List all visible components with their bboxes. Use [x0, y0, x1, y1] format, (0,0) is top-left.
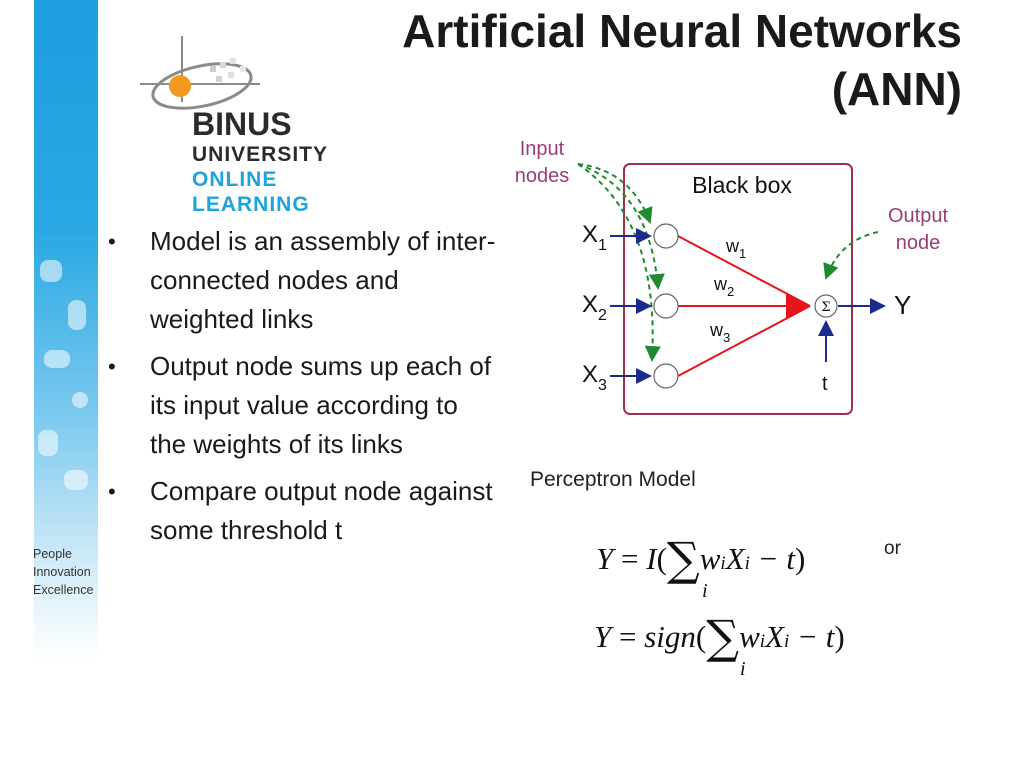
formula-or-label: or — [884, 538, 901, 559]
input-nodes-label-line1: Input — [520, 138, 565, 160]
bullet-marker: • — [108, 479, 116, 504]
bullet-text: Model is an assembly of inter-connected … — [150, 226, 496, 334]
stripe-gradient — [34, 0, 98, 768]
bullet-text: Compare output node against some thresho… — [150, 476, 493, 545]
formula-1-eq: = — [621, 541, 639, 576]
bullet-item: • Compare output node against some thres… — [108, 472, 498, 550]
formula-1-sub: i — [720, 553, 726, 574]
input-node-3 — [653, 363, 679, 389]
formula-1-close: ) — [794, 541, 806, 576]
output-label-y: Y — [894, 290, 911, 320]
input-label-x2: X2 — [582, 291, 607, 324]
bullet-item: • Model is an assembly of inter-connecte… — [108, 222, 498, 339]
bullet-marker: • — [108, 229, 116, 254]
diagram-caption: Perceptron Model — [530, 468, 696, 491]
formula-2-minus-t: − t — [797, 619, 835, 654]
formula-1-minus-t: − t — [757, 541, 795, 576]
dashed-pointer-output — [823, 231, 879, 280]
formula-1-sum-index: i — [702, 580, 708, 602]
formula-1-sub2: i — [744, 553, 750, 574]
formula-2-close: ) — [834, 619, 845, 654]
input-label-x1: X1 — [582, 221, 607, 254]
formula-1-open: ( — [656, 541, 667, 576]
sum-icon: Σ — [821, 300, 830, 315]
formula-2-x: X — [765, 619, 784, 654]
dashed-pointer-input-2 — [577, 163, 665, 290]
formula-2-sub2: i — [784, 631, 790, 652]
dashed-pointer-input-3 — [577, 163, 661, 362]
binus-logo-emblem — [140, 36, 260, 110]
input-nodes-label-line2: nodes — [515, 165, 570, 187]
stripe-tile — [40, 260, 62, 282]
input-node-1 — [653, 223, 679, 249]
logo-wordmark-binus: BINUS — [192, 106, 292, 142]
bullet-item: • Output node sums up each of its input … — [108, 347, 498, 464]
weighted-link-3 — [677, 305, 811, 377]
black-box-label: Black box — [692, 172, 792, 198]
formula-1-w: w — [699, 541, 721, 576]
title-line-1: Artificial Neural Networks — [402, 5, 962, 57]
tagline-people: People — [33, 547, 72, 561]
bullet-marker: • — [108, 354, 116, 379]
formula-sign-function: Y = sign(∑wiXi − t) — [594, 604, 845, 664]
brand-tagline: People Innovation Excellence — [33, 545, 93, 599]
formula-2-y: Y — [594, 619, 612, 654]
logo-wordmark-learning: LEARNING — [192, 193, 310, 216]
tagline-excellence: Excellence — [33, 583, 94, 597]
logo-wordmark-online: ONLINE — [192, 168, 278, 191]
formula-2-sum-index: i — [740, 658, 746, 680]
output-node-label-line1: Output — [888, 205, 948, 227]
stripe-tile — [38, 430, 58, 456]
side-decorative-stripe — [34, 0, 98, 768]
logo-wordmark-university: UNIVERSITY — [192, 143, 329, 166]
stripe-tile — [44, 350, 70, 368]
formula-1-x: X — [725, 541, 745, 576]
summation-node — [814, 294, 838, 318]
weight-label-w2: w2 — [713, 274, 734, 299]
sigma-icon: ∑ — [666, 532, 700, 586]
input-node-2 — [653, 293, 679, 319]
stripe-tile — [64, 470, 88, 490]
stripe-tile — [68, 300, 86, 330]
weight-label-w1: w1 — [725, 236, 746, 261]
output-node-label-line2: node — [896, 232, 941, 254]
formula-2-sub: i — [759, 631, 766, 652]
formula-2-open: ( — [695, 619, 707, 654]
perceptron-diagram: Black box Input nodes Output node X1 X2 … — [515, 138, 948, 415]
input-label-x3: X3 — [582, 361, 607, 394]
black-box-frame — [623, 163, 853, 415]
threshold-label: t — [822, 373, 828, 395]
formula-step-function: Y = I(∑wiXi − t) — [596, 526, 806, 586]
tagline-innovation: Innovation — [33, 565, 91, 579]
formula-2-eq: = — [619, 619, 637, 654]
bullet-list: • Model is an assembly of inter-connecte… — [108, 222, 498, 558]
title-line-2: (ANN) — [831, 63, 962, 115]
sigma-icon: ∑ — [706, 610, 740, 664]
formula-1-y: Y — [596, 541, 614, 576]
dashed-pointer-input-1 — [577, 163, 653, 224]
bullet-text: Output node sums up each of its input va… — [150, 351, 492, 459]
formula-2-w: w — [739, 619, 760, 654]
slide-title: Artificial Neural Networks (ANN) — [322, 2, 962, 118]
formula-1-func: I — [646, 541, 657, 576]
stripe-tile — [72, 392, 88, 408]
weight-label-w3: w3 — [709, 320, 730, 345]
formula-2-func: sign — [644, 619, 696, 654]
